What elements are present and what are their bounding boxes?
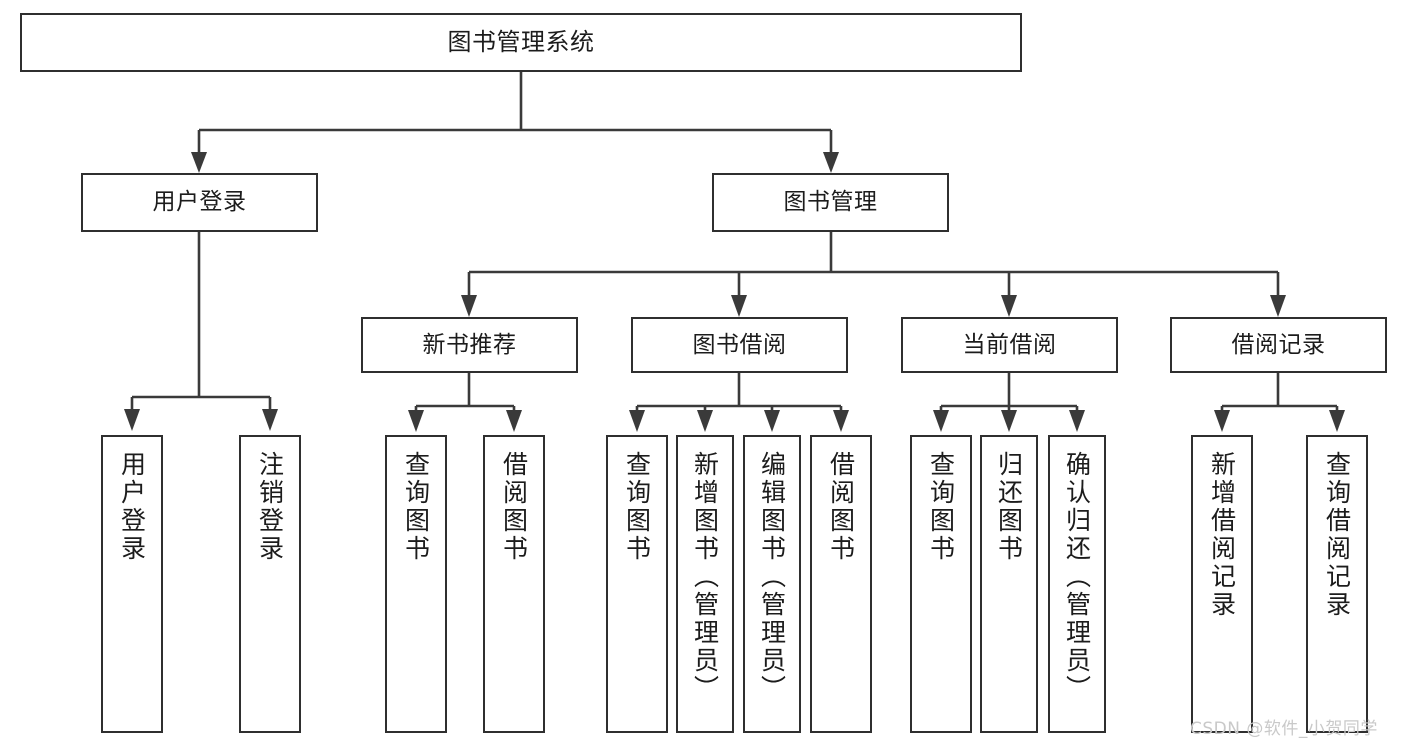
- arrowhead-borrow-record: [1270, 295, 1286, 317]
- leaf-new-book-query-book[interactable]: 查询图书: [385, 435, 447, 733]
- node-label: 编辑图书（管理员）: [757, 451, 787, 703]
- node-new-book-recommend[interactable]: 新书推荐: [361, 317, 578, 373]
- node-root-book-management-system[interactable]: 图书管理系统: [20, 13, 1022, 72]
- arrowhead-bb-leaf-2: [697, 410, 713, 432]
- node-label: 查询图书: [401, 451, 431, 563]
- node-label: 归还图书: [994, 451, 1024, 563]
- leaf-current-borrow-query-book[interactable]: 查询图书: [910, 435, 972, 733]
- arrowhead-leaf-logout: [262, 409, 278, 431]
- node-label: 当前借阅: [962, 331, 1057, 358]
- leaf-user-login-login[interactable]: 用户登录: [101, 435, 163, 733]
- node-label: 用户登录: [117, 451, 147, 563]
- node-label: 图书管理: [783, 189, 878, 216]
- arrowhead-cb-leaf-2: [1001, 410, 1017, 432]
- node-user-login[interactable]: 用户登录: [81, 173, 318, 232]
- node-label: 图书借阅: [692, 331, 787, 358]
- arrowhead-bb-leaf-4: [833, 410, 849, 432]
- arrowhead-nb-leaf-1: [408, 410, 424, 432]
- leaf-new-book-borrow-book[interactable]: 借阅图书: [483, 435, 545, 733]
- arrowhead-new-book: [461, 295, 477, 317]
- arrowhead-br-leaf-1: [1214, 410, 1230, 432]
- node-label: 注销登录: [255, 451, 285, 563]
- node-label: 借阅图书: [826, 451, 856, 563]
- leaf-borrow-record-add-record[interactable]: 新增借阅记录: [1191, 435, 1253, 733]
- arrowhead-user-login: [191, 152, 207, 173]
- node-label: 查询图书: [926, 451, 956, 563]
- arrowhead-leaf-user-login: [124, 409, 140, 431]
- node-label: 新增图书（管理员）: [690, 451, 720, 703]
- node-label: 借阅图书: [499, 451, 529, 563]
- arrowhead-nb-leaf-2: [506, 410, 522, 432]
- node-label: 新书推荐: [422, 331, 517, 358]
- node-label: 图书管理系统: [447, 27, 595, 56]
- leaf-book-borrow-edit-book-admin[interactable]: 编辑图书（管理员）: [743, 435, 801, 733]
- node-book-borrow[interactable]: 图书借阅: [631, 317, 848, 373]
- csdn-watermark: CSDN @软件_小贺同学: [1190, 719, 1378, 739]
- arrowhead-bb-leaf-3: [764, 410, 780, 432]
- arrowhead-current-borrow: [1001, 295, 1017, 317]
- node-label: 查询借阅记录: [1322, 451, 1352, 619]
- arrowhead-book-borrow: [731, 295, 747, 317]
- arrowhead-book-manage: [823, 152, 839, 173]
- node-label: 新增借阅记录: [1207, 451, 1237, 619]
- leaf-user-login-logout[interactable]: 注销登录: [239, 435, 301, 733]
- leaf-current-borrow-confirm-return-admin[interactable]: 确认归还（管理员）: [1048, 435, 1106, 733]
- arrowhead-bb-leaf-1: [629, 410, 645, 432]
- arrowhead-cb-leaf-3: [1069, 410, 1085, 432]
- leaf-borrow-record-query-record[interactable]: 查询借阅记录: [1306, 435, 1368, 733]
- leaf-book-borrow-query-book[interactable]: 查询图书: [606, 435, 668, 733]
- node-book-management[interactable]: 图书管理: [712, 173, 949, 232]
- node-borrow-record[interactable]: 借阅记录: [1170, 317, 1387, 373]
- node-current-borrow[interactable]: 当前借阅: [901, 317, 1118, 373]
- arrowhead-cb-leaf-1: [933, 410, 949, 432]
- node-label: 借阅记录: [1231, 331, 1326, 358]
- arrowhead-br-leaf-2: [1329, 410, 1345, 432]
- node-label: 确认归还（管理员）: [1062, 451, 1092, 703]
- leaf-current-borrow-return-book[interactable]: 归还图书: [980, 435, 1038, 733]
- node-label: 用户登录: [152, 189, 247, 216]
- node-label: 查询图书: [622, 451, 652, 563]
- leaf-book-borrow-add-book-admin[interactable]: 新增图书（管理员）: [676, 435, 734, 733]
- leaf-book-borrow-borrow-book[interactable]: 借阅图书: [810, 435, 872, 733]
